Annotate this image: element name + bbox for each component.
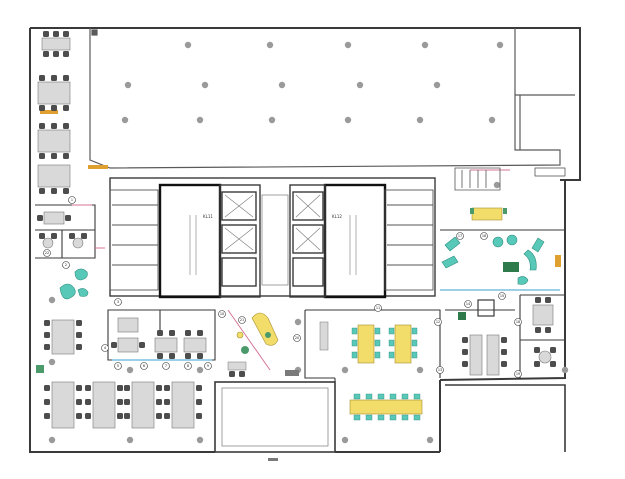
left-lounge-furniture xyxy=(59,268,89,300)
room-label-14: 14 xyxy=(466,302,470,306)
room-label-4: 4 xyxy=(104,346,106,350)
right-lounge-furniture xyxy=(441,234,545,285)
bottom-marker xyxy=(268,458,278,461)
upper-void-area xyxy=(89,28,575,169)
room-label-13: 13 xyxy=(438,368,442,372)
lower-void-rooms xyxy=(214,380,566,453)
central-yellow-furniture xyxy=(236,207,503,415)
room-label-10: 10 xyxy=(220,312,224,316)
core-right-label: KL12 xyxy=(332,214,342,219)
room-label-21: 21 xyxy=(240,318,244,322)
left-lounge-plants xyxy=(36,365,44,373)
central-teal-chairs xyxy=(351,327,421,421)
workstation-rows xyxy=(51,319,195,429)
room-label-5: 5 xyxy=(117,364,119,368)
room-label-6: 6 xyxy=(143,364,145,368)
colored-partitions xyxy=(72,169,560,371)
room-label-8: 8 xyxy=(187,364,189,368)
room-label-9: 9 xyxy=(207,364,209,368)
room-label-16: 16 xyxy=(482,234,486,238)
exterior-walls xyxy=(29,27,581,453)
orange-markers xyxy=(40,110,108,169)
room-label-7: 7 xyxy=(165,364,167,368)
stair-treads xyxy=(189,194,357,275)
room-number-labels: 1 2 3 4 5 6 7 8 9 10 11 12 13 14 15 16 1… xyxy=(45,198,520,376)
room-label-3: 3 xyxy=(117,300,119,304)
room-label-22: 22 xyxy=(45,251,49,255)
right-lounge-green-table xyxy=(458,255,561,320)
left-desk-clusters xyxy=(37,37,71,188)
room-label-2: 2 xyxy=(65,263,67,267)
right-desks xyxy=(469,299,554,376)
room-label-1: 1 xyxy=(71,198,73,202)
central-small-seating xyxy=(227,321,329,377)
right-green-chairs xyxy=(470,208,507,214)
interior-walls xyxy=(35,204,565,382)
room-label-17: 17 xyxy=(458,234,462,238)
room-label-18: 18 xyxy=(516,320,520,324)
central-core xyxy=(109,177,436,299)
room-label-11: 11 xyxy=(376,306,380,310)
washrooms xyxy=(109,189,434,291)
room-label-12: 12 xyxy=(436,320,440,324)
room-label-20: 20 xyxy=(295,336,299,340)
upper-right-stair xyxy=(454,167,566,191)
core-left-label: KL11 xyxy=(203,214,213,219)
small-meeting-tables xyxy=(42,211,207,353)
structural-columns xyxy=(48,41,569,444)
room-number-markers xyxy=(43,196,522,378)
room-label-19: 19 xyxy=(516,372,520,376)
room-label-15: 15 xyxy=(500,294,504,298)
